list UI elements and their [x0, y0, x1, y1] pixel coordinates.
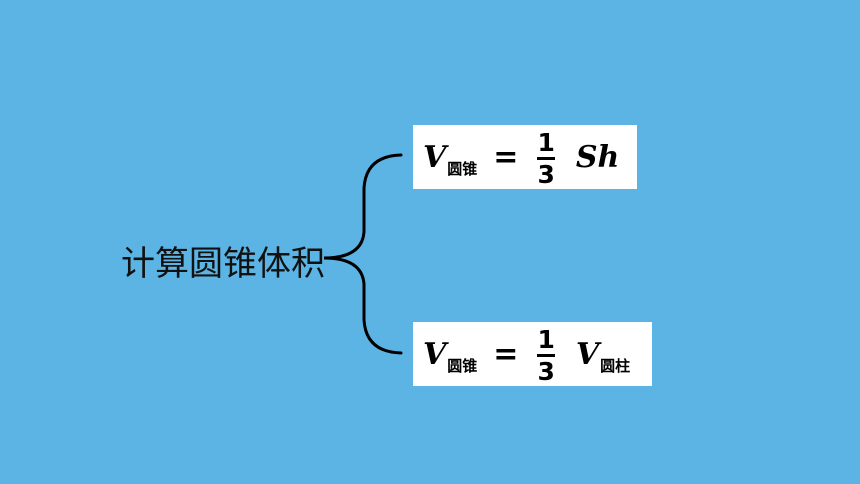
fraction-denominator: 3: [537, 160, 555, 189]
fraction-numerator: 1: [537, 128, 555, 157]
fraction-bar: [537, 157, 556, 160]
rhs-variable: V: [575, 336, 600, 372]
fraction-numerator: 1: [537, 325, 555, 354]
fraction-denominator: 3: [537, 357, 555, 386]
lhs-subscript: 圆锥: [447, 159, 478, 178]
lhs-variable: V: [423, 139, 447, 175]
lhs-variable: V: [423, 336, 447, 372]
equals-sign: =: [493, 139, 519, 175]
formula-box-cone-cylinder: V 圆锥 = 1 3 V 圆柱: [413, 322, 652, 386]
fraction-bar: [537, 354, 556, 357]
fraction: 1 3: [534, 130, 557, 188]
topic-label: 计算圆锥体积: [121, 244, 325, 284]
lhs-subscript: 圆锥: [447, 356, 478, 375]
fraction: 1 3: [534, 327, 557, 385]
equals-sign: =: [493, 336, 519, 372]
formula-box-cone-base-height: V 圆锥 = 1 3 Sh: [413, 125, 637, 189]
rhs-subscript: 圆柱: [600, 356, 631, 375]
rhs-variable: Sh: [575, 139, 620, 175]
